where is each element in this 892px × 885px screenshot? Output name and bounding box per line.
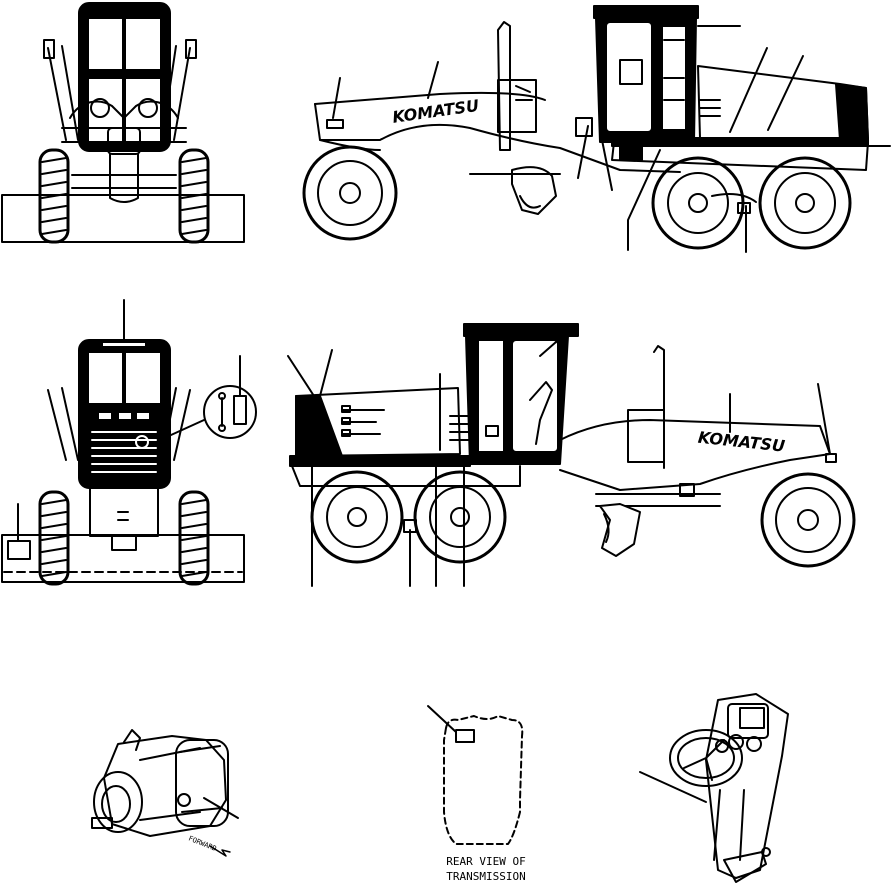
detail-callout	[159, 355, 257, 441]
side-top-front-wheel	[302, 145, 398, 241]
front-view-top	[1, 2, 245, 244]
side-bottom-front-wheel	[760, 472, 856, 568]
transmission-caption-line1: REAR VIEW OF	[446, 855, 525, 868]
rear-tire-right	[178, 490, 210, 586]
side-bottom-rear-wheel-2	[413, 470, 507, 564]
rear-tire-left	[38, 490, 70, 586]
brand-label-side-top: KOMATSU	[391, 96, 480, 127]
front-tire-left	[38, 148, 70, 244]
transmission-unit: FORWARD	[91, 729, 239, 857]
forward-label: FORWARD	[187, 834, 217, 852]
rear-view-transmission: REAR VIEW OF TRANSMISSION	[427, 705, 526, 883]
transmission-caption-line2: TRANSMISSION	[446, 870, 525, 883]
steering-console	[639, 693, 789, 883]
brand-label-side-bottom: KOMATSU	[697, 428, 786, 456]
side-top-rear-wheel-2	[758, 156, 852, 250]
rear-view-middle	[1, 299, 257, 586]
front-tire-right	[178, 148, 210, 244]
side-top-rear-wheel-1	[651, 156, 745, 250]
side-view-right-side: KOMATSU	[302, 5, 891, 253]
side-view-left-side: KOMATSU	[287, 323, 856, 587]
